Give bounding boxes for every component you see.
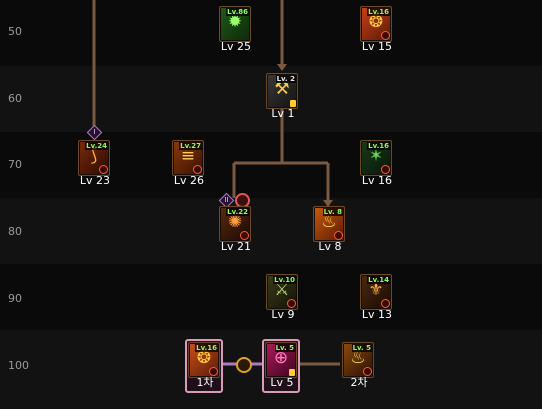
cooldown-icon <box>363 367 372 376</box>
skill-slot[interactable]: ⚔ Lv.10 Lv 9 <box>266 274 300 324</box>
cooldown-icon <box>381 165 390 174</box>
winged-blade-icon: ⚜ <box>368 280 384 300</box>
fire-pot-icon: ♨ <box>321 212 337 232</box>
skill-slot[interactable]: ✶ Lv.16 Lv 16 <box>360 140 394 190</box>
skill-slot[interactable]: ⚜ Lv.14 Lv 13 <box>360 274 394 324</box>
skill-level-label: Lv 26 <box>173 174 205 187</box>
row-level-label: 60 <box>8 92 22 105</box>
skill-level-badge: Lv. 8 <box>322 208 343 216</box>
skill-level-label: Lv 15 <box>361 40 393 53</box>
cooldown-icon <box>334 231 343 240</box>
skill-slot[interactable]: ✺ Lv.22 Lv 21 <box>219 206 253 256</box>
flame-swirl-icon: ❂ <box>368 12 384 32</box>
skill-level-label: 2차 <box>350 376 368 389</box>
cooldown-icon <box>381 31 390 40</box>
skill-level-label: Lv 16 <box>361 174 393 187</box>
skill-level-badge: Lv. 2 <box>275 75 296 83</box>
skill-slot[interactable]: ❂ Lv.16 Lv 15 <box>360 6 394 56</box>
skill-level-badge: Lv.16 <box>195 344 218 352</box>
skill-level-badge: Lv. 5 <box>351 344 372 352</box>
tier-one-label: I <box>93 128 96 136</box>
skill-icon: ❂ Lv.16 <box>360 6 392 42</box>
skill-level-badge: Lv.86 <box>226 8 249 16</box>
skill-slot[interactable]: ❂ Lv.16 1차 <box>188 342 222 392</box>
skill-level-label: Lv 25 <box>220 40 252 53</box>
skill-icon: ✶ Lv.16 <box>360 140 392 176</box>
tier-two-label: II <box>224 196 229 204</box>
skill-level-badge: Lv.24 <box>85 142 108 150</box>
green-star-icon: ✶ <box>368 146 384 166</box>
green-burst-icon: ✹ <box>227 12 243 32</box>
skill-slot[interactable]: ✹ Lv.86 Lv 25 <box>219 6 253 56</box>
crosshair-icon: ⊕ <box>273 348 289 368</box>
cooldown-icon <box>240 231 249 240</box>
cooldown-icon <box>193 165 202 174</box>
skill-icon: ♨ Lv. 5 <box>342 342 374 378</box>
cooldown-icon <box>381 299 390 308</box>
skill-slot[interactable]: ⊕ Lv. 5 Lv 5 <box>265 342 299 392</box>
skill-slot[interactable]: ♨ Lv. 8 Lv 8 <box>313 206 347 256</box>
skill-level-label: Lv 13 <box>361 308 393 321</box>
claw-slash-icon: ⟆ <box>90 146 98 166</box>
skill-level-label: Lv 23 <box>79 174 111 187</box>
skill-level-label: Lv 1 <box>271 107 295 120</box>
skill-level-badge: Lv.10 <box>273 276 296 284</box>
skill-icon: ⚒ Lv. 2 <box>266 73 298 109</box>
skill-level-label: 1차 <box>196 376 214 389</box>
skill-icon: ✹ Lv.86 <box>219 6 251 42</box>
row-level-label: 50 <box>8 25 22 38</box>
row-level-label: 80 <box>8 225 22 238</box>
skill-level-label: Lv 9 <box>271 308 295 321</box>
skill-level-label: Lv 5 <box>270 376 294 389</box>
key-icon <box>289 369 295 376</box>
skill-icon: ✺ Lv.22 <box>219 206 251 242</box>
skill-level-badge: Lv.16 <box>367 8 390 16</box>
crossed-blades-icon: ⚔ <box>274 280 290 300</box>
row-level-label: 70 <box>8 158 22 171</box>
row-level-label: 90 <box>8 292 22 305</box>
explosion-icon: ✺ <box>227 212 243 232</box>
cooldown-icon <box>287 299 296 308</box>
cooldown-icon <box>209 367 218 376</box>
skill-icon: ❂ Lv.16 <box>188 342 220 378</box>
flame-swirl-icon: ❂ <box>196 348 212 368</box>
hammer-icon: ⚒ <box>274 79 290 99</box>
skill-slot[interactable]: ⟆ Lv.24 Lv 23 <box>78 140 112 190</box>
skill-slot[interactable]: ♨ Lv. 5 2차 <box>342 342 376 392</box>
skill-level-badge: Lv.27 <box>179 142 202 150</box>
skill-level-badge: Lv.16 <box>367 142 390 150</box>
skill-icon: ⚜ Lv.14 <box>360 274 392 310</box>
skill-icon: ⚔ Lv.10 <box>266 274 298 310</box>
skill-icon: ⟆ Lv.24 <box>78 140 110 176</box>
skill-icon: ≡ Lv.27 <box>172 140 204 176</box>
skill-icon: ♨ Lv. 8 <box>313 206 345 242</box>
cooldown-icon <box>99 165 108 174</box>
row-level-80: 80 <box>0 198 542 264</box>
skill-slot[interactable]: ⚒ Lv. 2 Lv 1 <box>266 73 300 123</box>
skill-level-label: Lv 21 <box>220 240 252 253</box>
skill-slot[interactable]: ≡ Lv.27 Lv 26 <box>172 140 206 190</box>
skill-level-badge: Lv.22 <box>226 208 249 216</box>
clock-icon <box>236 357 252 373</box>
skill-level-label: Lv 8 <box>318 240 342 253</box>
fire-pot-icon: ♨ <box>350 348 366 368</box>
row-level-label: 100 <box>8 359 29 372</box>
speed-slash-icon: ≡ <box>180 146 196 166</box>
row-level-50: 50 <box>0 0 542 66</box>
skill-level-badge: Lv.14 <box>367 276 390 284</box>
skill-icon: ⊕ Lv. 5 <box>265 342 297 378</box>
key-icon <box>290 100 296 107</box>
skill-level-badge: Lv. 5 <box>274 344 295 352</box>
